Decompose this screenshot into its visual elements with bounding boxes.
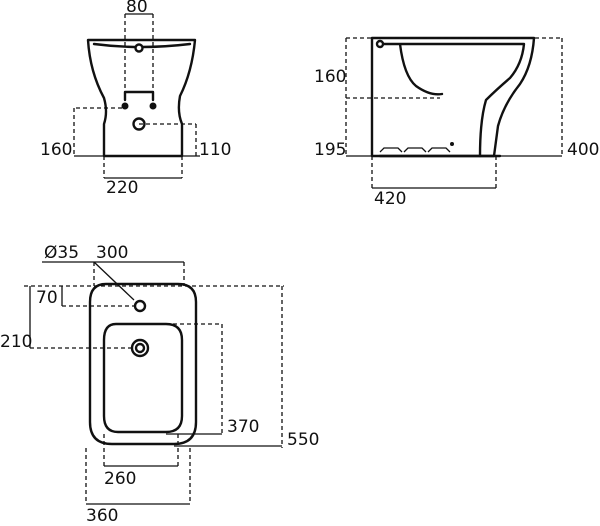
front-tap-hole <box>134 43 144 53</box>
side-view: 160 195 400 420 <box>314 36 599 209</box>
plan-view-bowl <box>102 322 184 434</box>
side-tap-hole <box>375 39 385 49</box>
plan-total-length-label: 550 <box>287 430 319 450</box>
front-fixing-right <box>149 102 157 110</box>
plan-view: Ø35 300 70 210 370 550 260 360 <box>0 243 319 526</box>
plan-tap-hole <box>133 299 147 313</box>
plan-hole-diameter-label: Ø35 <box>44 243 79 263</box>
plan-waste-offset-label: 210 <box>0 332 32 352</box>
side-fixing-point <box>450 142 454 146</box>
side-view-bowl <box>382 42 526 158</box>
front-fixing-left <box>121 102 129 110</box>
front-height-lower-label: 110 <box>199 140 231 160</box>
side-view-outline <box>370 36 536 158</box>
front-base-width-label: 220 <box>106 178 138 198</box>
side-total-height-label: 400 <box>567 140 599 160</box>
side-depth-label: 420 <box>374 189 406 209</box>
plan-bowl-length-label: 370 <box>227 417 259 437</box>
front-view-outline <box>86 38 197 158</box>
plan-width-top-label: 300 <box>96 243 128 263</box>
plan-view-outline <box>88 282 198 446</box>
front-view: 80 160 110 220 <box>40 0 231 198</box>
plan-bowl-width-label: 260 <box>104 469 136 489</box>
front-height-upper-label: 160 <box>40 140 72 160</box>
plan-total-width-label: 360 <box>86 506 118 526</box>
side-height-lower-label: 195 <box>314 140 346 160</box>
side-height-upper-label: 160 <box>314 67 346 87</box>
front-top-width-label: 80 <box>126 0 148 17</box>
plan-hole-offset-label: 70 <box>36 288 58 308</box>
side-floor-detail <box>379 147 451 153</box>
front-fitting <box>123 90 155 102</box>
